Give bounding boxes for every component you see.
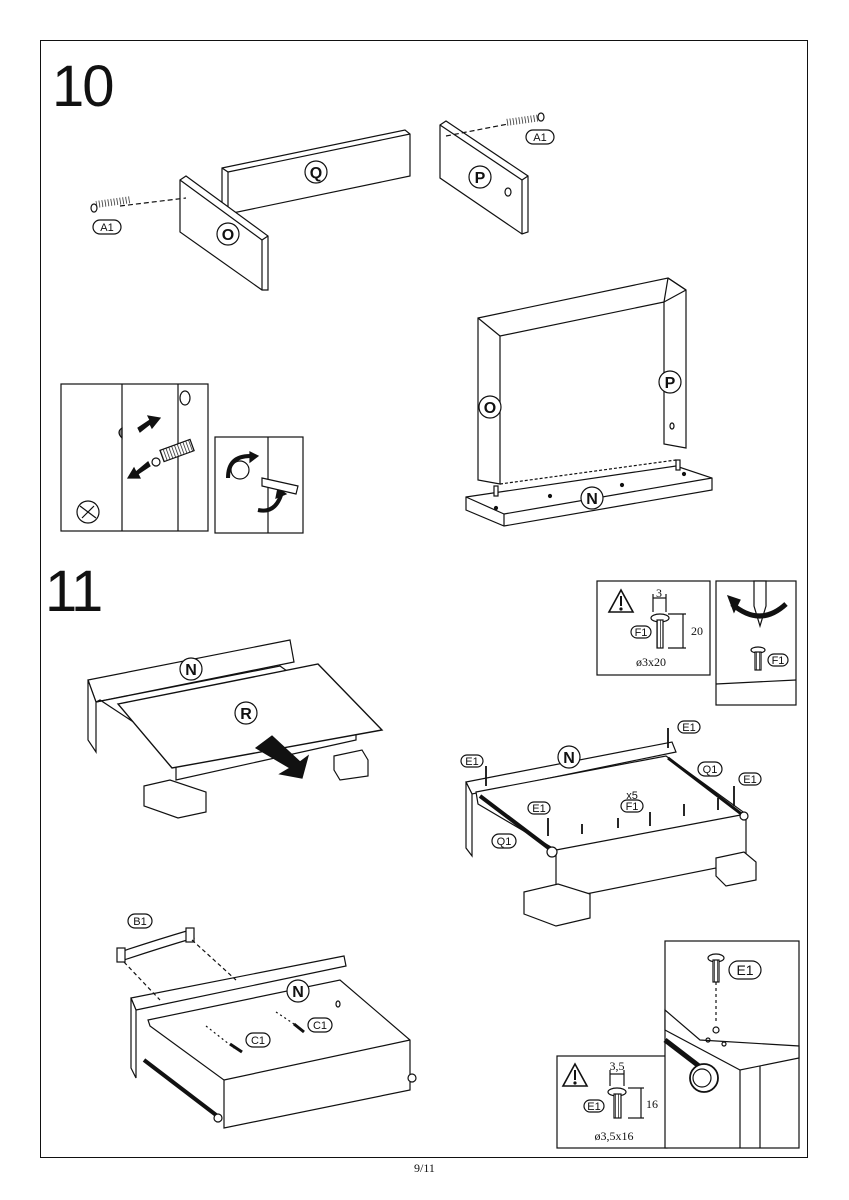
e1-part-label: E1: [587, 1101, 600, 1113]
label-o: O: [222, 227, 234, 244]
label-c1-b: C1: [313, 1020, 327, 1032]
label-c1-a: C1: [251, 1035, 265, 1047]
label-b1: B1: [133, 916, 146, 928]
screwdriver-box-f1: [715, 580, 797, 706]
dash-line: [445, 123, 509, 137]
label-circle-p: [468, 165, 492, 189]
screw-a1-right: [505, 112, 545, 126]
page-number: 9/11: [414, 1161, 435, 1175]
label-p-assembled: P: [665, 375, 676, 392]
label-o-assembled: O: [484, 400, 496, 417]
label-n-handle: N: [292, 984, 304, 1001]
f1-part-label: F1: [635, 627, 648, 639]
label-p: P: [475, 170, 486, 187]
f1-width: 3: [656, 586, 662, 600]
detail-cam-box: [60, 383, 209, 532]
f1-screwdriver-label: F1: [772, 655, 785, 667]
label-a1-right: A1: [533, 132, 546, 144]
label-circle-o-assembled: [478, 395, 502, 419]
label-e1-b: E1: [682, 722, 695, 734]
detail-box-e1: [663, 940, 800, 1149]
label-e1-a: E1: [465, 756, 478, 768]
f1-length: 20: [691, 624, 703, 638]
drawer-with-handle: [116, 913, 417, 1129]
label-circle-p-assembled: [658, 370, 682, 394]
label-q: Q: [310, 165, 322, 182]
label-pill-a1-left: [92, 219, 122, 235]
label-a1-left: A1: [100, 222, 113, 234]
step-11-number: 11: [45, 559, 103, 624]
label-f1-x5: F1: [626, 801, 639, 813]
label-circle-n-handle: [286, 979, 310, 1003]
screw-a1-left: [90, 196, 131, 213]
label-n-base: N: [586, 491, 598, 508]
label-circle-n-screws: [557, 745, 581, 769]
label-circle-n-drawer: [179, 657, 203, 681]
e1-detail-label: E1: [736, 962, 753, 978]
label-pill-a1-right: [525, 129, 555, 145]
label-circle-o: [216, 222, 240, 246]
label-r: R: [240, 706, 252, 723]
step-10-number: 10: [52, 54, 114, 119]
label-circle-n-base: [580, 486, 604, 510]
f1-spec: ø3x20: [636, 655, 666, 669]
label-n-screws: N: [563, 750, 575, 767]
dash-line: [119, 197, 187, 207]
label-e1-c: E1: [743, 774, 756, 786]
label-q1-right: Q1: [703, 764, 718, 776]
e1-width: 3,5: [610, 1059, 625, 1073]
page-frame: [40, 40, 808, 1158]
label-x5: x5: [626, 790, 638, 802]
detail-screwdriver-box: [214, 436, 304, 534]
label-q1-left: Q1: [497, 836, 512, 848]
drawer-with-panel-r: [87, 639, 384, 819]
e1-spec: ø3,5x16: [595, 1129, 634, 1143]
label-n-drawer: N: [185, 662, 197, 679]
label-circle-q: [304, 160, 328, 184]
drawer-with-screws: [460, 720, 762, 927]
caution-box-f1: [596, 580, 711, 676]
assembled-frame: [477, 277, 687, 485]
e1-length: 16: [646, 1097, 658, 1111]
label-e1-d: E1: [532, 803, 545, 815]
label-circle-r: [234, 701, 258, 725]
